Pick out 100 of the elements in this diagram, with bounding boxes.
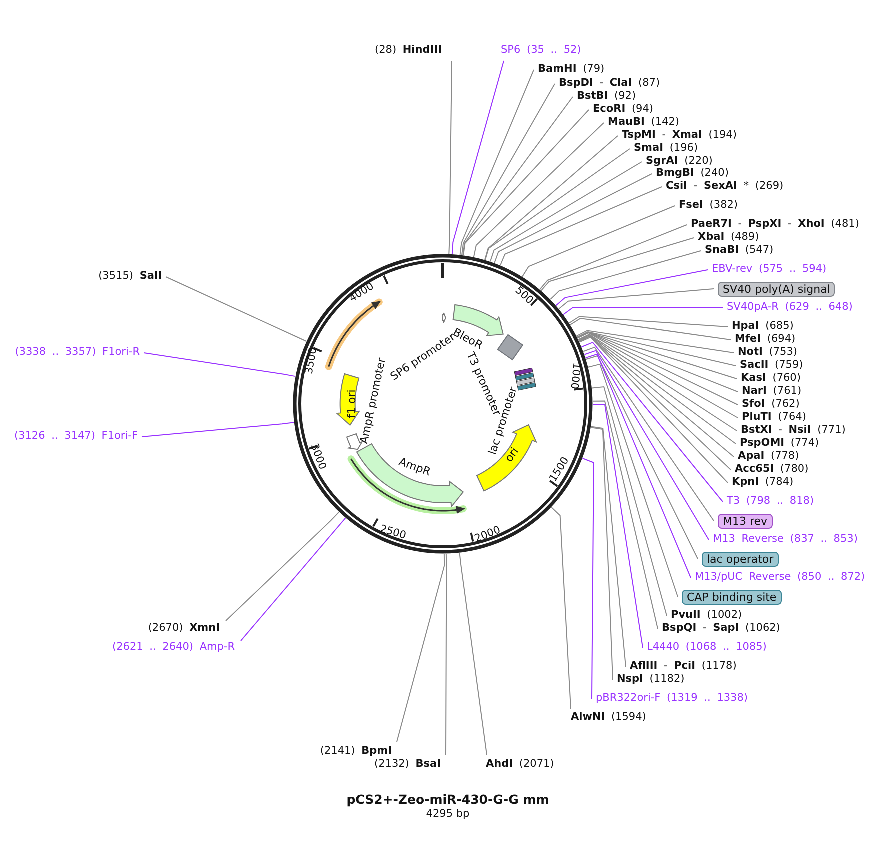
promoter-shape [442, 312, 448, 324]
feature-tag: lac operator [702, 552, 779, 567]
leader-line [452, 60, 504, 255]
feature-tag: M13 rev [718, 514, 773, 529]
leader-line [166, 276, 308, 342]
leader-line [558, 288, 714, 310]
enzyme-site-label: NspI (1182) [617, 673, 685, 686]
enzyme-site-label: SmaI (196) [634, 142, 698, 155]
leader-line [563, 307, 724, 316]
leader-line [462, 96, 574, 256]
leader-line [396, 554, 446, 742]
leader-line [459, 552, 488, 756]
enzyme-site-label: BspDI - ClaI (87) [559, 77, 660, 90]
leader-line [582, 458, 594, 700]
enzyme-site-label: XbaI (489) [698, 231, 760, 244]
leader-line [590, 426, 626, 668]
scale-number: 3500 [303, 346, 321, 376]
leader-line [142, 422, 295, 438]
leader-line [462, 84, 556, 256]
scale-number: 3000 [307, 442, 329, 472]
enzyme-site-label: NarI (761) [742, 385, 802, 398]
enzyme-site-label: FseI (382) [679, 199, 738, 212]
leader-line [581, 342, 724, 502]
map-caption: 4295 bp [425, 808, 471, 820]
enzyme-site-label: (2132) BsaI [374, 758, 441, 771]
enzyme-site-label: PluTI (764) [742, 411, 806, 424]
leader-line [448, 60, 452, 255]
enzyme-site-label: AflIII - PciI (1178) [630, 660, 737, 673]
plasmid-backbone [293, 254, 593, 554]
leader-line [570, 318, 732, 340]
enzyme-site-label: BstXI - NsiI (771) [741, 424, 846, 437]
enzyme-site-label: SfoI (762) [742, 398, 800, 411]
enzyme-site-label: BamHI (79) [538, 63, 605, 76]
enzyme-site-label: HpaI (685) [732, 320, 794, 333]
leader-line [144, 352, 296, 378]
scale-number: 2000 [473, 524, 503, 546]
enzyme-site-label: MfeI (694) [735, 333, 796, 346]
scale-number: 500 [512, 284, 536, 308]
leader-line [577, 332, 738, 406]
leader-line [500, 186, 662, 266]
leader-line [576, 331, 736, 366]
primer-label: pBR322ori-F (1319 .. 1338) [596, 692, 748, 705]
enzyme-site-label: BstBI (92) [577, 90, 636, 103]
enzyme-site-label: SacII (759) [740, 359, 804, 372]
primer-label: L4440 (1068 .. 1085) [647, 641, 767, 654]
leader-line [592, 386, 668, 616]
leader-line [550, 250, 702, 300]
leader-line [568, 316, 728, 328]
feature-label: AmpR [397, 455, 433, 479]
feature-label: ori [502, 445, 522, 465]
feature-tag: CAP binding site [682, 590, 782, 605]
leader-line [577, 332, 738, 392]
leader-line [484, 136, 618, 260]
enzyme-site-label: CsiI - SexAI* (269) [666, 180, 784, 193]
leader-line [540, 238, 694, 292]
enzyme-site-label: SgrAI (220) [646, 155, 713, 168]
leader-line [551, 506, 572, 710]
enzyme-site-label: (2141) BpmI [320, 745, 392, 758]
leader-line [540, 224, 688, 290]
feature-label: AmpR promoter [358, 356, 388, 446]
primer-label: (3126 .. 3147) F1ori-F [14, 430, 138, 443]
enzyme-site-label: BspQI - SapI (1062) [662, 622, 780, 635]
leader-line [490, 162, 642, 262]
leader-line [590, 427, 614, 680]
enzyme-site-label: TspMI - XmaI (194) [622, 129, 737, 142]
primer-label: (2621 .. 2640) Amp-R [112, 641, 235, 654]
feature-shape [336, 373, 361, 426]
leader-line [460, 70, 534, 256]
leader-line [576, 330, 734, 354]
primer-label: EBV-rev (575 .. 594) [712, 263, 827, 276]
leader-line [446, 553, 448, 756]
leader-line [576, 332, 738, 380]
enzyme-site-label: (3515) SalI [98, 270, 162, 283]
leader-line [522, 206, 676, 278]
leader-line [463, 110, 590, 256]
enzyme-site-label: Acc65I (780) [735, 463, 809, 476]
enzyme-site-label: KpnI (784) [732, 476, 794, 489]
feature-tag: SV40 poly(A) signal [718, 282, 836, 297]
enzyme-site-label: NotI (753) [738, 346, 798, 359]
feature-shape [356, 442, 464, 508]
leader-line [473, 122, 604, 258]
enzyme-site-label: KasI (760) [741, 372, 801, 385]
leader-line [240, 518, 346, 642]
leader-line [577, 332, 738, 418]
leader-line [494, 174, 652, 264]
primer-label: T3 (798 .. 818) [727, 495, 814, 508]
primer-label: SV40pA-R (629 .. 648) [727, 301, 853, 314]
primer-label: (3338 .. 3357) F1ori-R [15, 346, 140, 359]
enzyme-site-label: AhdI (2071) [486, 758, 554, 771]
enzyme-site-label: PvuII (1002) [671, 609, 742, 622]
scale-number: 1000 [567, 362, 583, 390]
leader-line [583, 346, 714, 522]
enzyme-site-label: AlwNI (1594) [571, 711, 646, 724]
enzyme-site-label: ApaI (778) [738, 450, 800, 463]
leader-line [592, 404, 644, 648]
enzyme-site-label: SnaBI (547) [705, 244, 774, 257]
enzyme-site-label: (2670) XmnI [148, 622, 220, 635]
enzyme-site-label: PaeR7I - PspXI - XhoI (481) [691, 218, 860, 231]
enzyme-site-label: MauBI (142) [608, 116, 680, 129]
leader-line [592, 400, 658, 630]
